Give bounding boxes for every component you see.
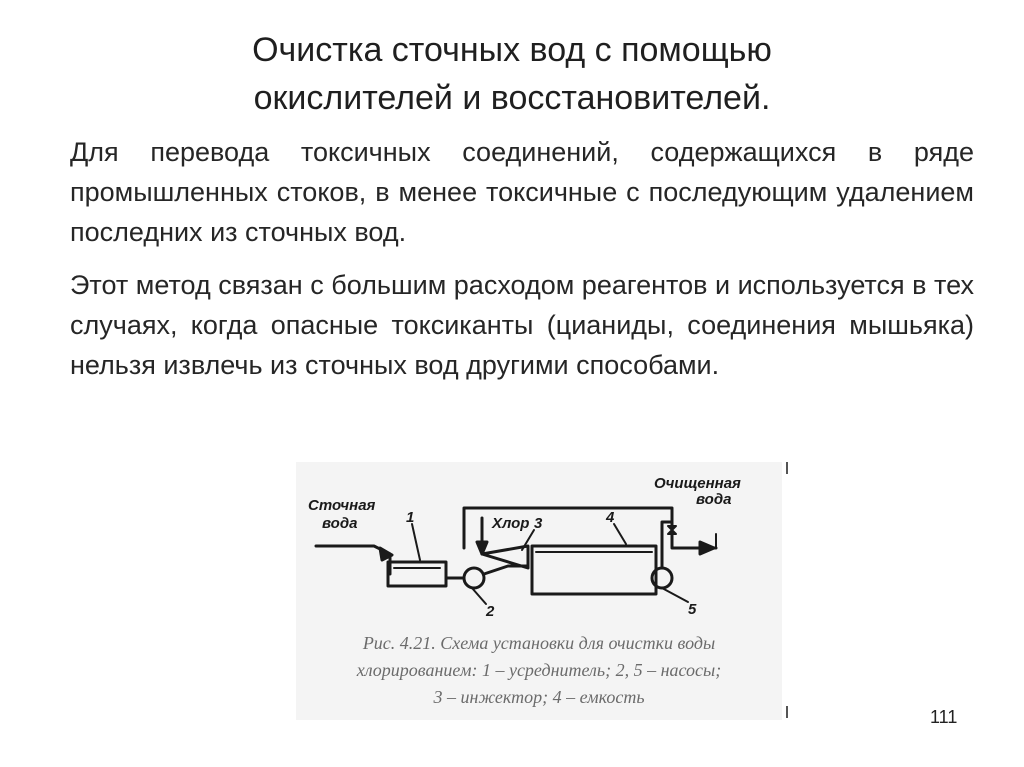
label-2: 2 (485, 603, 495, 620)
chlorine-label: Хлор (491, 515, 529, 532)
label-5: 5 (688, 601, 697, 618)
figure-chlorination-scheme: Сточная вода Очищенная вода Хлор 1 2 3 4… (296, 462, 782, 720)
pump-2 (462, 566, 486, 590)
storage-tank (530, 544, 658, 596)
title-line-2: окислителей и восстановителей. (253, 79, 771, 117)
label-3: 3 (534, 515, 543, 532)
caption-line-3: 3 – инжектор; 4 – емкость (433, 687, 645, 707)
outlet-label-1: Очищенная (654, 475, 741, 492)
caption-line-1: Рис. 4.21. Схема установки для очистки в… (362, 633, 716, 653)
figure-caption: Рис. 4.21. Схема установки для очистки в… (296, 630, 782, 711)
title-line-1: Очистка сточных вод с помощью (252, 31, 772, 69)
page-number: 111 (930, 707, 958, 727)
inlet-label-1: Сточная (308, 497, 376, 514)
equalizer-tank (386, 560, 448, 588)
caption-line-2: хлорированием: 1 – усреднитель; 2, 5 – н… (356, 660, 722, 680)
outlet-arrow (698, 540, 716, 556)
label-4: 4 (605, 509, 615, 526)
slide-title: Очистка сточных вод с помощью окислителе… (100, 26, 924, 122)
paragraph-method: Этот метод связан с большим расходом реа… (70, 270, 974, 380)
paragraph-purpose: Для перевода токсичных соединений, содер… (70, 137, 974, 247)
process-diagram: Сточная вода Очищенная вода Хлор 1 2 3 4… (308, 475, 741, 620)
divider-mark-bottom (786, 706, 788, 718)
label-1: 1 (406, 509, 414, 526)
valve (667, 525, 677, 535)
recirculation-line (462, 506, 674, 550)
inlet-label-2: вода (322, 515, 357, 532)
inlet-arrow (378, 546, 394, 562)
outlet-label-2: вода (696, 491, 731, 508)
divider-mark-top (786, 462, 788, 474)
injector (480, 544, 530, 570)
